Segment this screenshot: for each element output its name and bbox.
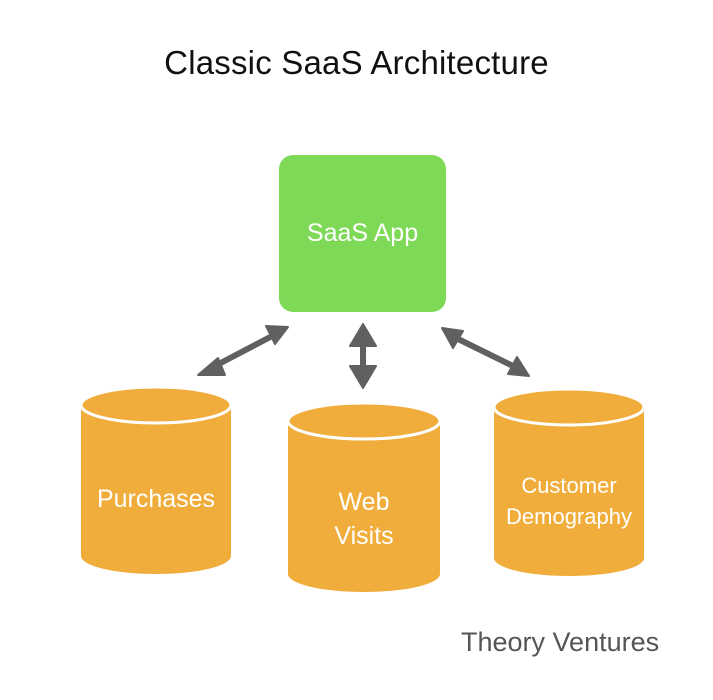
customer-demography-label-line-1: Customer xyxy=(521,473,617,499)
saas-app-label: SaaS App xyxy=(306,219,419,247)
database-purchases xyxy=(79,385,233,574)
arrow-app-web-visits xyxy=(349,323,377,389)
purchases-label: Purchases xyxy=(80,470,232,530)
customer-demography-label-line-2: Demography xyxy=(506,504,632,529)
arrow-app-customer-demography xyxy=(441,327,530,377)
saas-app-box: SaaS App xyxy=(279,155,446,312)
footer-attribution: Theory Ventures xyxy=(461,627,660,657)
web-visits-label-line-2: Visits xyxy=(334,522,394,550)
web-visits-label-line-1: Web xyxy=(338,488,390,517)
arrow-app-purchases xyxy=(197,325,289,376)
database-customer-demography xyxy=(492,387,646,576)
customer-demography-label: Customer Demography xyxy=(494,464,644,540)
database-web-visits xyxy=(286,401,442,592)
web-visits-label: Web Visits xyxy=(288,478,440,562)
diagram-title: Classic SaaS Architecture xyxy=(164,44,549,81)
purchases-label-line: Purchases xyxy=(96,485,216,514)
